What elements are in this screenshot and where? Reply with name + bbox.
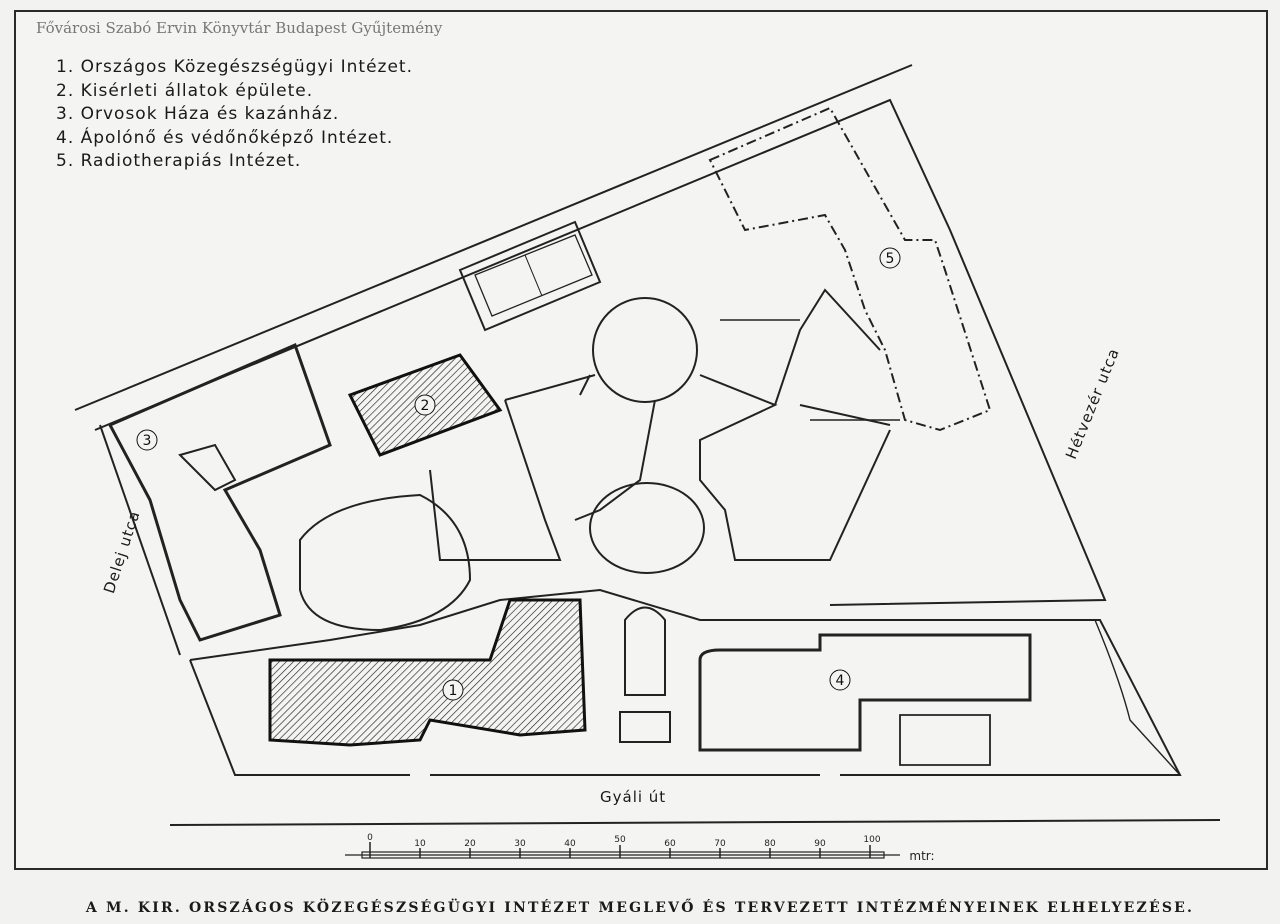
legend: 1. Országos Közegészségügyi Intézet. 2. … (56, 56, 413, 174)
scale-tick-label: 80 (764, 839, 776, 849)
street-label-gyali: Gyáli út (600, 788, 667, 806)
building-5 (708, 106, 992, 432)
map-frame (14, 10, 1268, 870)
north-street-line-inner (94, 98, 1107, 606)
north-street-line (74, 64, 913, 411)
legend-item: 1. Országos Közegészségügyi Intézet. (56, 57, 413, 77)
building-3 (107, 342, 332, 642)
building-number-3: 3 (143, 433, 152, 449)
legend-item: 5. Radiotherapiás Intézet. (56, 151, 302, 171)
lawn-west (299, 493, 472, 632)
scale-bar (345, 842, 900, 859)
scale-tick-label: 10 (414, 839, 426, 849)
scale-tick-label: 30 (514, 839, 526, 849)
scale-tick-label: 60 (664, 839, 676, 849)
watermark: Fővárosi Szabó Ervin Könyvtár Budapest G… (36, 19, 443, 37)
scale-tick-label: 20 (464, 839, 476, 849)
building-number-5: 5 (886, 251, 895, 267)
building-number-2: 2 (421, 398, 430, 414)
building-number-4: 4 (836, 673, 845, 689)
south-street-line (169, 819, 1221, 826)
tennis-court (458, 220, 602, 332)
scale-tick-label: 0 (367, 833, 373, 843)
scale-tick-label: 40 (564, 839, 576, 849)
pool (624, 606, 666, 696)
building-number-1: 1 (449, 683, 458, 699)
central-plaza (592, 297, 698, 403)
oval-lawn (589, 482, 705, 574)
scale-tick-label: 70 (714, 839, 726, 849)
building-1 (268, 598, 587, 747)
scale-unit: mtr: (909, 849, 934, 863)
site-boundary-south (189, 588, 1182, 776)
caption: A M. KIR. ORSZÁGOS KÖZEGÉSZSÉGÜGYI INTÉZ… (85, 900, 1195, 916)
scale-tick-label: 90 (814, 839, 826, 849)
legend-item: 4. Ápolónő és védőnőképző Intézet. (56, 127, 394, 148)
west-street-line (99, 424, 181, 656)
legend-item: 3. Orvosok Háza és kazánház. (56, 104, 340, 124)
gyali-street-line (189, 659, 410, 776)
legend-item: 2. Kisérleti állatok épülete. (56, 80, 314, 101)
building-4 (698, 633, 1032, 752)
scale-tick-label: 100 (863, 835, 880, 845)
scale-tick-label: 50 (614, 835, 626, 845)
